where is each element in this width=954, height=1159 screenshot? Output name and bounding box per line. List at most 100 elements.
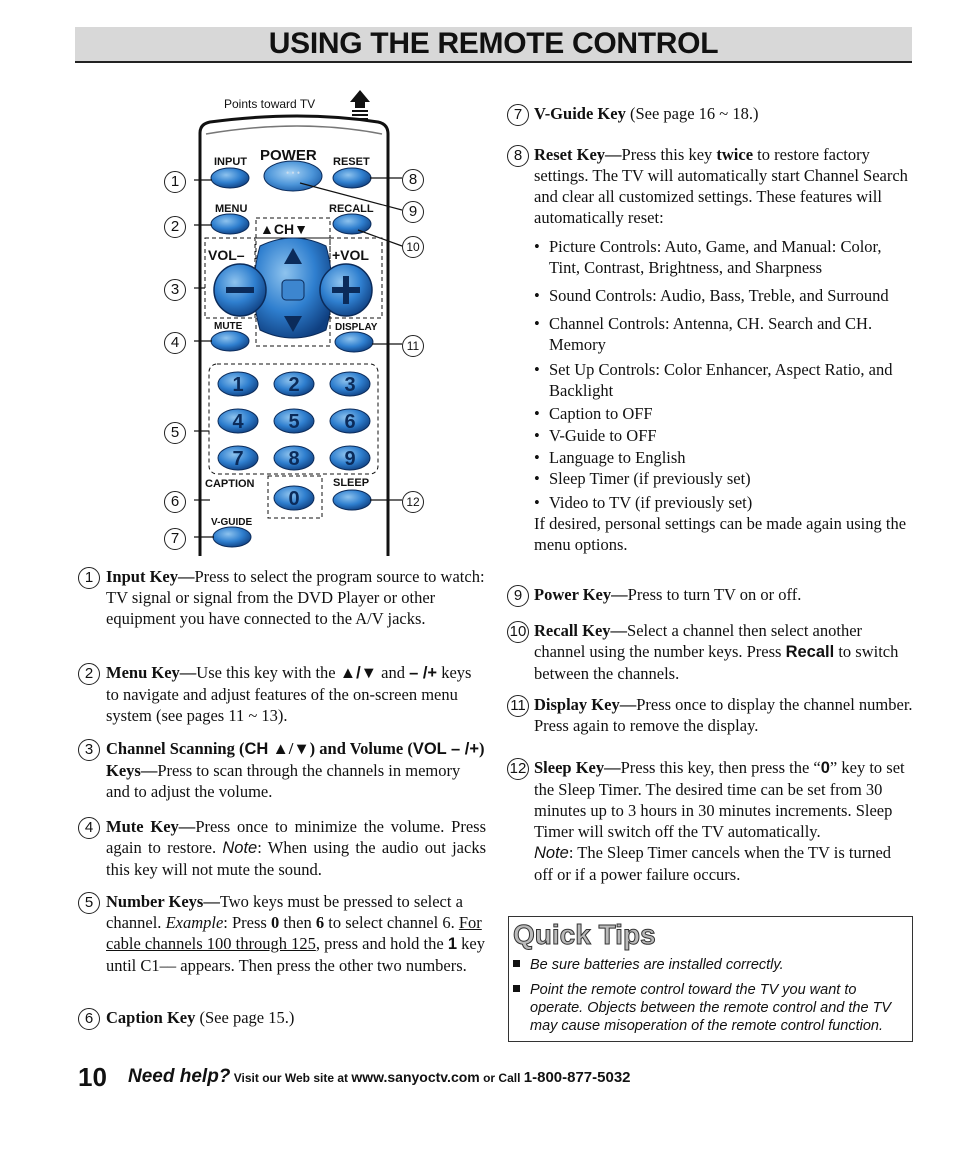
number-key-6: 6 bbox=[329, 408, 371, 434]
vol-ch-cluster bbox=[213, 237, 373, 339]
recall-emphasis: Recall bbox=[785, 643, 835, 661]
list-item: Video to TV (if previously set) bbox=[534, 492, 912, 513]
item-title: Input Key— bbox=[106, 567, 195, 586]
reset-after-text: If desired, personal settings can be mad… bbox=[534, 514, 907, 554]
bullet-square-icon bbox=[513, 960, 520, 967]
input-label: INPUT bbox=[214, 156, 247, 168]
tip-item: Point the remote control toward the TV y… bbox=[513, 981, 908, 1035]
item-body: Use this key with the bbox=[196, 663, 340, 682]
minus-plus-symbol: – /+ bbox=[409, 664, 438, 682]
item-body: : When using the audio out jacks this ke… bbox=[106, 838, 486, 879]
list-item: Picture Controls: Auto, Game, and Manual… bbox=[534, 236, 912, 278]
page-footer: 10 Need help? Visit our Web site at www.… bbox=[78, 1062, 631, 1093]
item-body: and bbox=[377, 663, 410, 682]
tip-text: Point the remote control toward the TV y… bbox=[530, 982, 892, 1034]
tip-text: Be sure batteries are installed correctl… bbox=[530, 957, 784, 973]
caption-label: CAPTION bbox=[205, 478, 255, 490]
sleep-button-shape bbox=[332, 489, 372, 511]
key-zero: 0 bbox=[270, 913, 280, 932]
or-call-text: or Call bbox=[483, 1071, 521, 1085]
callout-5: 5 bbox=[164, 422, 186, 444]
callout-7: 7 bbox=[164, 528, 186, 550]
callout-4: 4 bbox=[164, 332, 186, 354]
callout-9: 9 bbox=[402, 201, 424, 223]
vguide-label: V-GUIDE bbox=[211, 517, 252, 528]
callout-number: 12 bbox=[507, 758, 529, 780]
item-body: (See page 16 ~ 18.) bbox=[625, 104, 759, 123]
reset-list: Picture Controls: Auto, Game, and Manual… bbox=[534, 236, 912, 513]
list-item: Set Up Controls: Color Enhancer, Aspect … bbox=[534, 359, 912, 401]
power-label: POWER bbox=[260, 147, 317, 164]
item-body: Press this key bbox=[621, 145, 717, 164]
remote-illustration: Points toward TV INPUT POWER RESET MENU … bbox=[164, 88, 424, 558]
quick-tips-title: Quick Tips bbox=[513, 919, 657, 951]
bullet-square-icon bbox=[513, 985, 520, 992]
number-key-7: 7 bbox=[217, 445, 259, 471]
item-title: V-Guide Key bbox=[534, 104, 626, 123]
svg-text:4: 4 bbox=[232, 411, 244, 433]
note-label: Note bbox=[534, 844, 569, 862]
item-body: Select a channel then select another cha… bbox=[534, 621, 863, 661]
page-title: USING THE REMOTE CONTROL bbox=[268, 27, 719, 60]
callout-11: 11 bbox=[402, 335, 424, 357]
website-link[interactable]: www.sanyoctv.com bbox=[351, 1069, 480, 1085]
callout-number: 2 bbox=[78, 663, 100, 685]
item-title: Caption Key bbox=[106, 1008, 196, 1027]
item-title: Recall Key— bbox=[534, 621, 628, 640]
number-key-4: 4 bbox=[217, 408, 259, 434]
item-title: Mute Key— bbox=[106, 817, 196, 836]
vol-minus-label: VOL– bbox=[208, 247, 245, 263]
reset-button-shape bbox=[332, 167, 372, 189]
key-six: 6 bbox=[315, 913, 325, 932]
cable-note: For cable channels 100 through 125 bbox=[106, 913, 482, 953]
vol-symbol: VOL – /+ bbox=[412, 740, 480, 758]
svg-text:0: 0 bbox=[288, 488, 299, 510]
item-title: Display Key— bbox=[534, 695, 637, 714]
item-body: Press to select the program source to wa… bbox=[106, 567, 485, 628]
help-line: Need help? Visit our Web site at www.san… bbox=[128, 1066, 631, 1088]
svg-text:2: 2 bbox=[288, 374, 299, 396]
item-title: Reset Key— bbox=[534, 145, 622, 164]
need-help-label: Need help? bbox=[128, 1066, 231, 1087]
visit-text: Visit our Web site at bbox=[233, 1071, 349, 1085]
callout-number: 3 bbox=[78, 739, 100, 761]
list-item: Sleep Timer (if previously set) bbox=[534, 468, 912, 489]
item-title: Channel Scanning ( bbox=[106, 739, 245, 758]
display-label: DISPLAY bbox=[335, 322, 378, 333]
number-key-9: 9 bbox=[329, 445, 371, 471]
mute-button-shape bbox=[210, 330, 250, 352]
vguide-button-shape bbox=[212, 526, 252, 548]
number-key-8: 8 bbox=[273, 445, 315, 471]
callout-number: 10 bbox=[507, 621, 529, 643]
list-item: V-Guide to OFF bbox=[534, 425, 912, 446]
item-body: , press and hold the bbox=[315, 934, 448, 953]
callout-number: 5 bbox=[78, 892, 100, 914]
svg-text:8: 8 bbox=[288, 448, 299, 470]
item-body: Press once to display the channel number… bbox=[534, 695, 913, 735]
sleep-label: SLEEP bbox=[333, 477, 369, 489]
svg-text:1: 1 bbox=[232, 374, 243, 396]
item-body: to restore factory settings. The TV will… bbox=[534, 145, 908, 227]
recall-label: RECALL bbox=[329, 203, 374, 215]
callout-number: 6 bbox=[78, 1008, 100, 1030]
number-key-3: 3 bbox=[329, 371, 371, 397]
list-item: Sound Controls: Audio, Bass, Treble, and… bbox=[534, 285, 912, 306]
item-body: key until C1–– appears. Then press the o… bbox=[106, 934, 485, 975]
item-title: Sleep Key— bbox=[534, 758, 621, 777]
item-body: to switch between the channels. bbox=[534, 642, 899, 683]
list-item: Language to English bbox=[534, 447, 912, 468]
callout-10: 10 bbox=[402, 236, 424, 258]
item-body: (See page 15.) bbox=[195, 1008, 295, 1027]
item-body: Press to scan through the channels in me… bbox=[106, 761, 461, 801]
svg-text:9: 9 bbox=[344, 448, 355, 470]
callout-8: 8 bbox=[402, 169, 424, 191]
page-number: 10 bbox=[78, 1062, 107, 1092]
callout-number: 7 bbox=[507, 104, 529, 126]
callout-6: 6 bbox=[164, 491, 186, 513]
svg-text:6: 6 bbox=[344, 411, 355, 433]
recall-button-shape bbox=[332, 213, 372, 235]
remote-drawing: INPUT POWER RESET MENU RECALL ▲CH▼ VOL– … bbox=[194, 90, 403, 556]
phone-number: 1-800-877-5032 bbox=[523, 1069, 631, 1086]
callout-number: 9 bbox=[507, 585, 529, 607]
